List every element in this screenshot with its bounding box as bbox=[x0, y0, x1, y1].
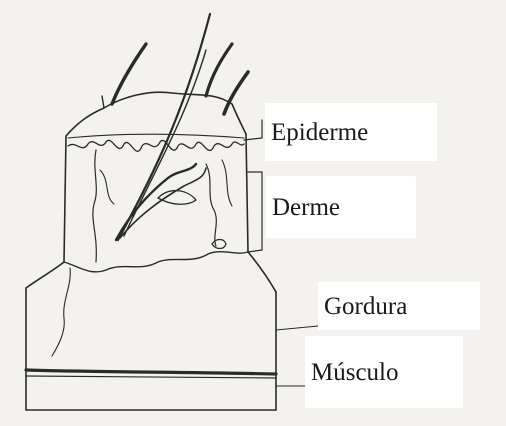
upper-block-left-edge bbox=[64, 136, 66, 262]
label-musculo: Músculo bbox=[305, 336, 463, 408]
hair-shaft-main bbox=[118, 14, 210, 240]
epidermis-line bbox=[68, 134, 244, 138]
hair-follicle-2 bbox=[120, 168, 206, 238]
leader-gordura bbox=[276, 326, 318, 330]
vessel-4 bbox=[222, 160, 232, 206]
fat-vessel bbox=[52, 268, 70, 356]
sebaceous-gland bbox=[158, 191, 196, 205]
hair-shaft-left bbox=[112, 44, 146, 104]
hair-shaft-right-1 bbox=[206, 44, 232, 96]
dermis-bottom-boundary bbox=[64, 252, 248, 272]
fat-layer-top-left bbox=[26, 262, 64, 288]
upper-block-left-top bbox=[102, 96, 104, 108]
muscle-boundary bbox=[26, 370, 276, 374]
sensory-receptor bbox=[212, 240, 226, 249]
vessel-1 bbox=[93, 150, 96, 262]
label-gordura: Gordura bbox=[318, 282, 480, 330]
epidermis-papillae bbox=[68, 140, 244, 151]
hair-shaft-right-2 bbox=[224, 72, 248, 114]
vessel-3 bbox=[206, 164, 216, 246]
upper-block-right-edge bbox=[246, 134, 248, 252]
label-epiderme: Epiderme bbox=[265, 103, 437, 161]
vessel-2 bbox=[100, 170, 114, 204]
leader-derme bbox=[248, 172, 262, 252]
fat-layer-top-right bbox=[248, 252, 276, 292]
label-derme: Derme bbox=[266, 176, 416, 238]
muscle-boundary-2 bbox=[26, 376, 276, 378]
epidermis-top-edge bbox=[66, 92, 246, 136]
